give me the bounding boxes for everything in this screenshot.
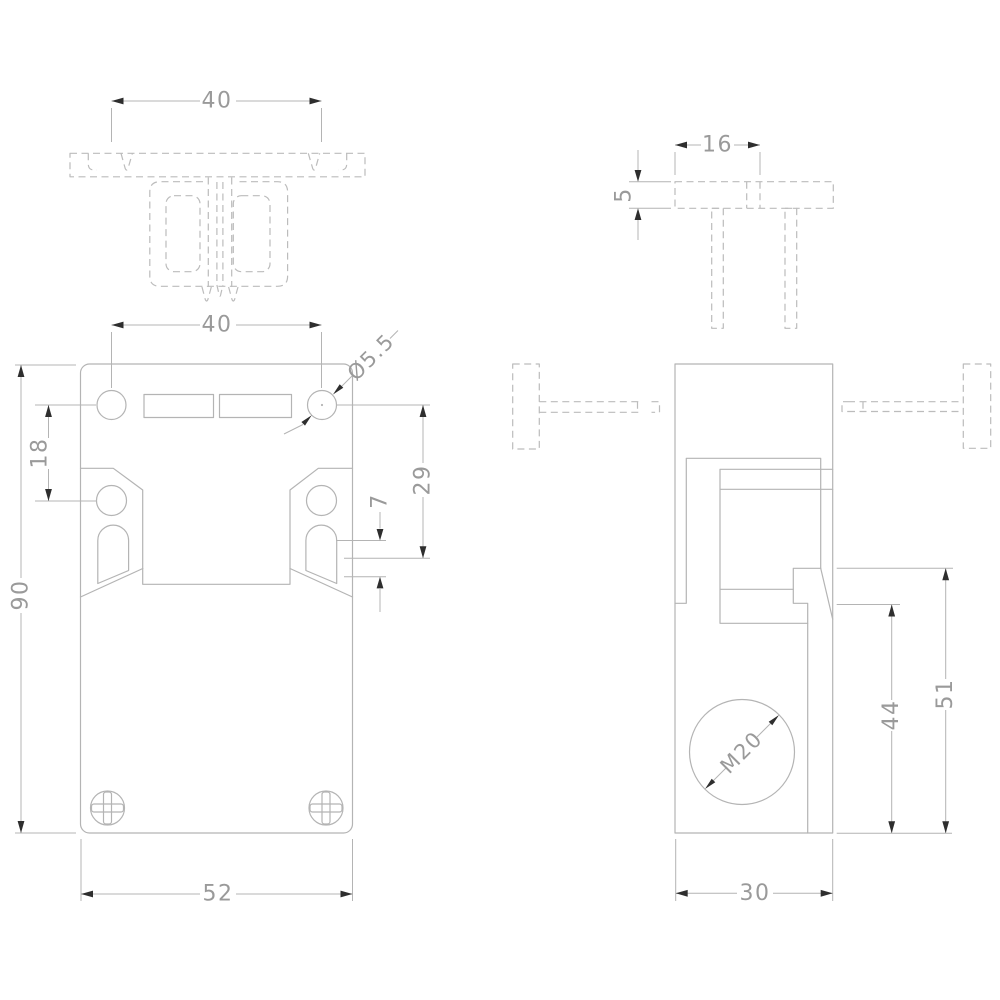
arrowhead (111, 97, 124, 105)
key-center-spike (216, 284, 224, 297)
arrowhead (419, 546, 427, 559)
dim-conduit-center-height-label: 44 (879, 700, 904, 731)
flange-cutout (87, 153, 97, 171)
switch-body-side (674, 363, 834, 834)
mounting-hole-mid-right (305, 484, 338, 517)
conduit-entry-circle (688, 698, 796, 806)
mounting-hole-mid-left (95, 484, 128, 517)
hole-center-mark (320, 403, 324, 407)
arrowhead (376, 529, 384, 541)
dim-hole-row-spacing-label: 18 (28, 438, 53, 469)
arrowhead (634, 208, 642, 220)
mounting-hole-top-left (96, 389, 127, 421)
label-window-left (143, 393, 215, 419)
screw-bottom-left (89, 790, 126, 826)
arrowhead (888, 821, 896, 834)
key-leg-right (784, 207, 798, 329)
arrowhead (340, 890, 353, 898)
screw-bottom-right (308, 790, 344, 826)
body-outline-side (674, 363, 834, 834)
dim-body-width: 52 (80, 839, 353, 907)
phantom-bracket-left (512, 363, 661, 450)
arrowhead (748, 141, 760, 149)
phantom-bracket-right (841, 363, 992, 449)
dim-hole-row-spacing: 18 (28, 404, 96, 502)
label-window-right (218, 393, 293, 419)
arrowhead (768, 715, 779, 726)
flange-cutout (338, 153, 348, 171)
dim-latch-step-height: 51 (836, 567, 958, 834)
front-view: 40 40 Ø5.5 18 90 (9, 89, 436, 907)
key-stem (207, 177, 233, 287)
dim-conduit-center-height: 44 (836, 604, 904, 834)
dim-conduit-thread: M20 (705, 715, 779, 789)
arrowhead (111, 321, 124, 329)
arrowhead (675, 141, 687, 149)
switch-body-front (79, 363, 354, 834)
key-leg-left (711, 207, 724, 329)
actuator-flange-side (674, 181, 834, 209)
head-chamfers (79, 567, 354, 598)
key-prong-left (201, 286, 212, 302)
key-prong-right (228, 286, 239, 302)
dim-slot-height: 7 (336, 493, 393, 612)
oblong-slot-right (305, 524, 338, 585)
dim-head-depth-label: 29 (411, 465, 436, 496)
dim-body-depth-label: 30 (740, 881, 771, 906)
arrowhead (942, 821, 950, 834)
arrowhead (333, 384, 344, 395)
side-view: 16 5 M20 44 51 (512, 133, 992, 906)
arrowhead (820, 889, 833, 897)
arrowhead (888, 604, 896, 617)
body-outline-front (79, 363, 354, 834)
dim-head-depth: 29 (336, 404, 436, 559)
oblong-slot-left (97, 524, 130, 585)
dim-actuator-slot-width: 16 (674, 133, 761, 175)
dim-body-height: 90 (9, 364, 76, 834)
arrowhead (376, 576, 384, 589)
dim-flange-thickness-label: 5 (612, 187, 637, 203)
arrowhead (309, 97, 322, 105)
actuator-key-front (69, 152, 366, 302)
arrowhead (309, 321, 322, 329)
dim-actuator-width-label: 40 (202, 89, 233, 114)
flange-cutout (307, 153, 321, 171)
dim-body-depth: 30 (675, 839, 834, 906)
actuator-key-side (674, 181, 834, 329)
latch-chamfer (820, 567, 834, 620)
arrowhead (45, 489, 52, 501)
flange-cutout (120, 153, 133, 171)
mechanism-contour (719, 468, 834, 624)
arrowhead (45, 405, 52, 417)
arrowhead (942, 568, 950, 581)
dim-actuator-slot-width-label: 16 (702, 133, 733, 158)
dim-hole-diameter: Ø5.5 (283, 329, 399, 435)
dim-actuator-width: 40 (111, 89, 322, 142)
arrowhead (17, 365, 25, 377)
arrowhead (675, 889, 688, 897)
arrowhead (634, 170, 642, 182)
key-body-outline (149, 181, 289, 287)
head-cavity (79, 467, 354, 585)
arrowhead (705, 778, 716, 789)
dim-hole-spacing: 40 (111, 313, 322, 388)
dim-flange-thickness: 5 (612, 150, 671, 240)
head-contour-side (674, 457, 822, 604)
dim-latch-step-height-label: 51 (933, 679, 958, 710)
key-slot-right (232, 195, 271, 273)
dim-body-height-label: 90 (9, 580, 34, 611)
dim-slot-height-label: 7 (368, 493, 393, 509)
flange-slot-side (746, 181, 761, 209)
latch-step (792, 567, 822, 834)
actuator-flange-front (69, 152, 366, 178)
dim-hole-spacing-label: 40 (202, 313, 233, 338)
arrowhead (301, 415, 312, 426)
arrowhead (17, 821, 25, 833)
dim-body-width-label: 52 (203, 882, 234, 907)
arrowhead (419, 405, 427, 417)
arrowhead (81, 890, 93, 898)
key-slot-left (165, 195, 201, 273)
